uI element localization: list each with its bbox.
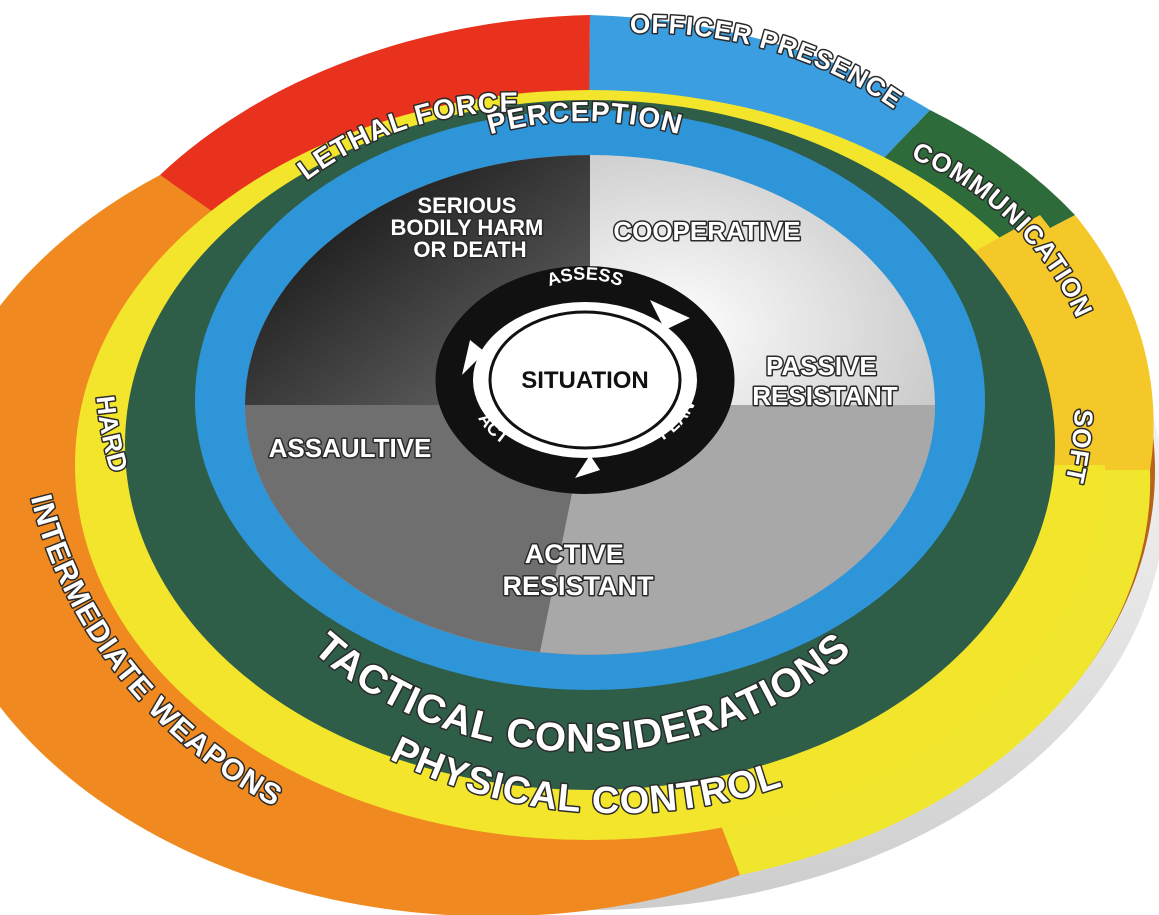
label-passive-resistant: PASSIVE RESISTANT [752,351,898,411]
cycle-arrow-1 [650,300,690,330]
label-soft: SOFT [1060,409,1099,487]
center-hub [488,310,682,450]
label-assaultive: ASSAULTIVE [269,433,432,463]
cycle-arrow-2 [575,455,600,478]
center-cycle-band [437,266,733,494]
label-cooperative: COOPERATIVE [613,216,800,246]
cycle-arrow-3 [462,340,485,375]
label-serious-bodily-harm: SERIOUS BODILY HARM OR DEATH [391,193,550,262]
label-situation: SITUATION [521,367,649,394]
label-active-resistant: ACTIVE RESISTANT [502,539,654,601]
